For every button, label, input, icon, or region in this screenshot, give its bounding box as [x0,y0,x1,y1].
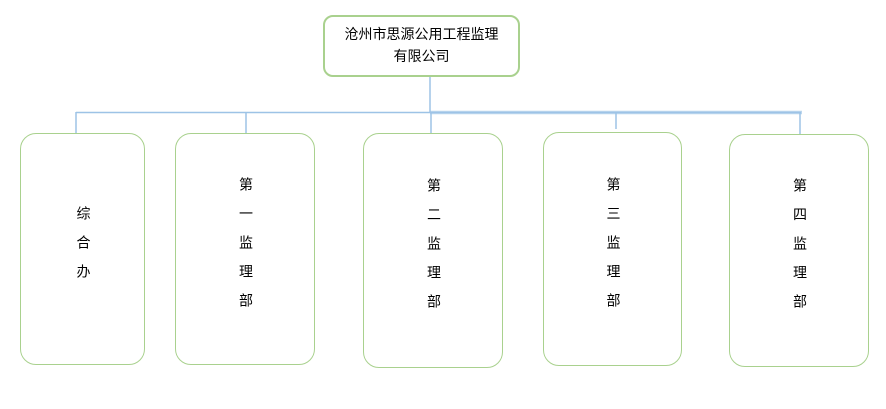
dept-label-supervision-3: 第三监理部 [604,176,621,322]
dept-label-general-office: 综合办 [74,205,91,293]
dept-box-general-office[interactable]: 综合办 [20,133,145,365]
dept-box-supervision-3[interactable]: 第三监理部 [543,132,682,366]
dept-label-supervision-4: 第四监理部 [791,178,807,323]
root-box-company[interactable]: 沧州市思源公用工程监理 有限公司 [323,15,520,77]
dept-label-supervision-1: 第一监理部 [237,176,253,322]
company-name-line1: 沧州市思源公用工程监理 [344,27,499,43]
dept-label-supervision-2: 第二监理部 [425,178,441,323]
dept-box-supervision-1[interactable]: 第一监理部 [175,133,315,365]
company-name-line2: 有限公司 [393,49,450,65]
dept-box-supervision-2[interactable]: 第二监理部 [363,133,503,368]
dept-box-supervision-4[interactable]: 第四监理部 [729,134,869,367]
